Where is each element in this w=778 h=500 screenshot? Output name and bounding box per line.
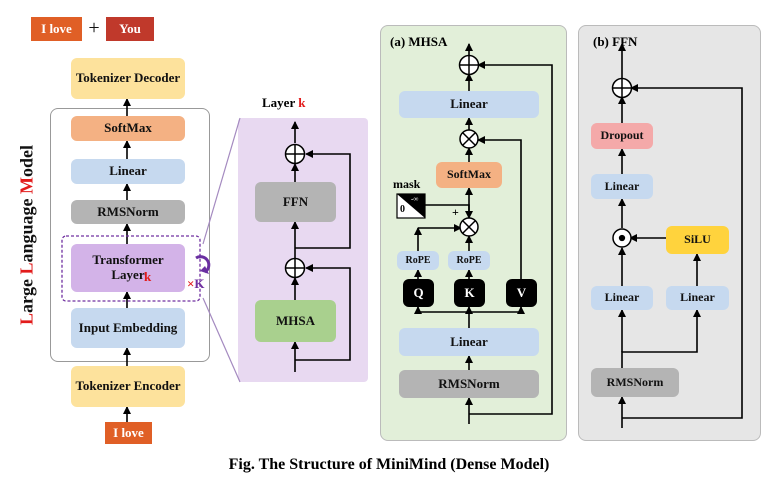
tokenizer-decoder-box: Tokenizer Decoder xyxy=(71,58,185,99)
ffn-rmsnorm-box: RMSNorm xyxy=(591,368,679,397)
tokenizer-encoder-box: Tokenizer Encoder xyxy=(71,366,185,407)
q-box: Q xyxy=(403,279,434,307)
title-word-anguage: anguage xyxy=(16,193,37,263)
ffn-linear-left-box: Linear xyxy=(591,286,653,310)
repeat-k-label: ×K xyxy=(187,276,205,292)
transformer-layer-dashed-outline xyxy=(61,235,201,302)
mask-neg-inf: -∞ xyxy=(411,195,419,203)
layer-k-title-k: k xyxy=(298,95,306,110)
title-letter-m: M xyxy=(16,176,37,194)
repeat-loop-icon xyxy=(195,255,211,274)
add-icon xyxy=(284,143,306,165)
title-word-arge: arge xyxy=(16,274,37,314)
silu-box: SiLU xyxy=(666,226,729,254)
add-icon xyxy=(284,257,306,279)
rope-k-box: RoPE xyxy=(448,251,490,270)
mask-zero: 0 xyxy=(400,204,405,215)
mhsa-linear-top-box: Linear xyxy=(399,91,539,118)
repeat-times-sign: × xyxy=(187,276,195,291)
title-letter-l2: L xyxy=(16,262,37,275)
title-word-odel: odel xyxy=(16,144,37,177)
hadamard-icon xyxy=(612,228,632,248)
figure-caption: Fig. The Structure of MiniMind (Dense Mo… xyxy=(228,456,550,473)
llm-rmsnorm-box: RMSNorm xyxy=(71,200,185,224)
multiply-icon xyxy=(459,217,479,237)
llm-side-title: Large Language Model xyxy=(17,145,38,325)
arrows xyxy=(123,43,743,428)
ffn-linear-top-box: Linear xyxy=(591,174,653,199)
input-token-i-love: I love xyxy=(105,422,152,444)
mhsa-rmsnorm-box: RMSNorm xyxy=(399,370,539,398)
output-token-you: You xyxy=(106,17,154,41)
layer-mhsa-box: MHSA xyxy=(255,300,336,342)
v-box: V xyxy=(506,279,537,307)
mhsa-linear-bottom-box: Linear xyxy=(399,328,539,356)
mask-plus: + xyxy=(452,205,459,219)
transformer-layer-k: k xyxy=(144,269,152,284)
title-letter-l: L xyxy=(16,313,37,326)
transformer-layer-label: Transformer Layer xyxy=(92,252,164,282)
layer-k-title-text: Layer xyxy=(262,95,295,110)
ffn-linear-right-box: Linear xyxy=(666,286,729,310)
mask-matrix-icon xyxy=(396,193,426,219)
mhsa-softmax-box: SoftMax xyxy=(436,162,502,188)
add-icon xyxy=(458,54,480,76)
mask-label: mask xyxy=(393,177,421,191)
add-icon xyxy=(611,77,633,99)
llm-linear-box: Linear xyxy=(71,159,185,184)
input-embedding-box: Input Embedding xyxy=(71,308,185,348)
layer-k-title: Layer k xyxy=(262,95,305,111)
ffn-title: (b) FFN xyxy=(593,34,638,49)
dropout-box: Dropout xyxy=(591,123,653,149)
multiply-icon xyxy=(459,129,479,149)
llm-softmax-box: SoftMax xyxy=(71,116,185,141)
operators xyxy=(284,54,633,279)
mhsa-title: (a) MHSA xyxy=(390,34,448,49)
transformer-layer-box: Transformer Layer xyxy=(71,244,185,292)
layer-ffn-box: FFN xyxy=(255,182,336,222)
rope-q-box: RoPE xyxy=(397,251,439,270)
plus-sign: + xyxy=(88,16,100,39)
k-box: K xyxy=(454,279,485,307)
output-token-i-love: I love xyxy=(31,17,82,41)
repeat-k: K xyxy=(194,276,205,291)
